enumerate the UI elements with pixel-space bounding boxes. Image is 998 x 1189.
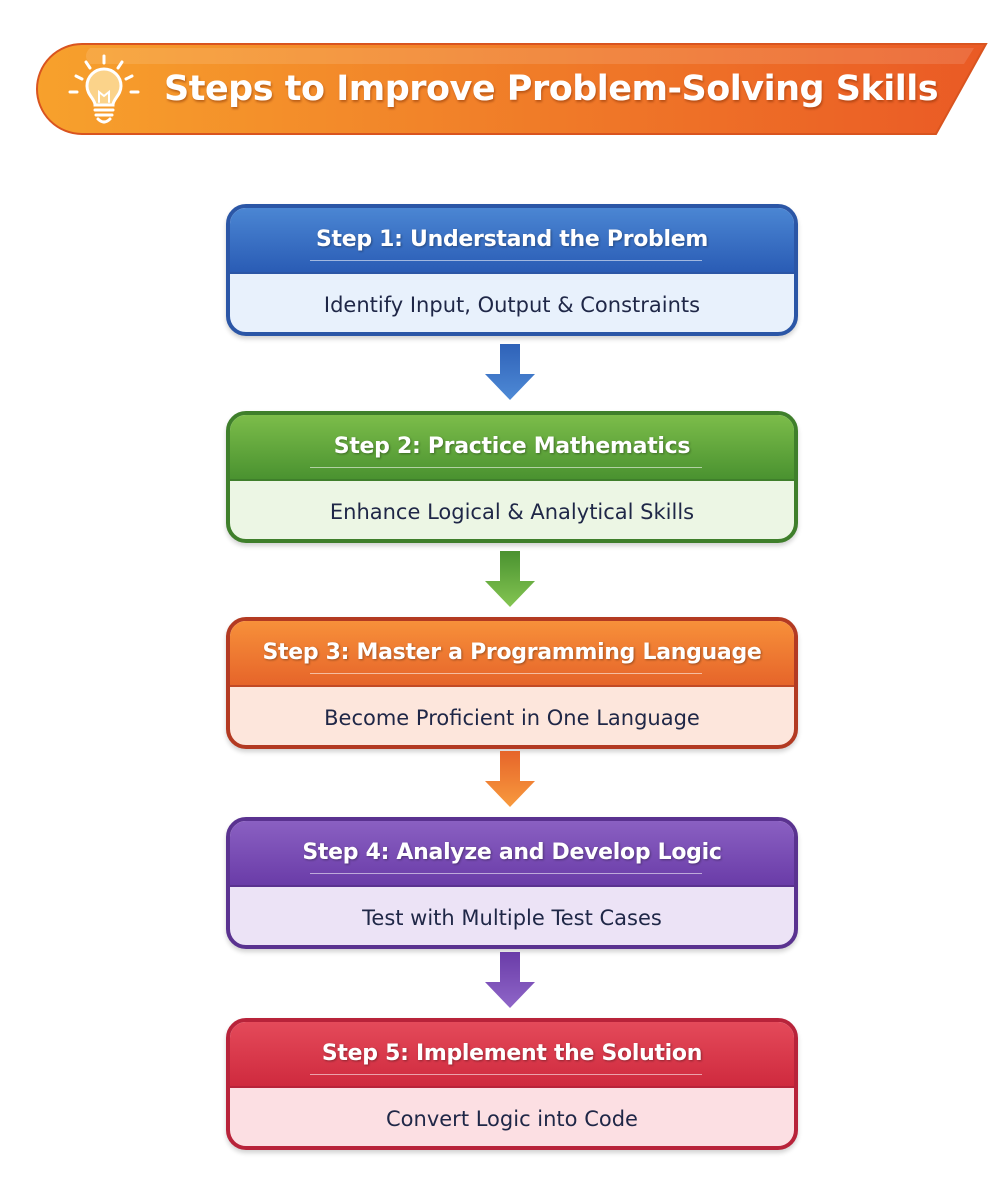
step-3-header: Step 3: Master a Programming Language <box>230 621 794 687</box>
step-1-header: Step 1: Understand the Problem <box>230 208 794 274</box>
arrow-down-icon <box>485 952 535 1008</box>
title-banner-background <box>36 43 988 135</box>
step-3-box: Step 3: Master a Programming Language Be… <box>226 617 798 749</box>
arrow-down-icon <box>485 344 535 400</box>
step-5-header: Step 5: Implement the Solution <box>230 1022 794 1088</box>
step-4-box: Step 4: Analyze and Develop Logic Test w… <box>226 817 798 949</box>
step-4-description: Test with Multiple Test Cases <box>362 906 662 930</box>
step-1-title-underline <box>310 260 702 261</box>
step-4-header: Step 4: Analyze and Develop Logic <box>230 821 794 887</box>
step-2-box: Step 2: Practice Mathematics Enhance Log… <box>226 411 798 543</box>
step-4-title: Step 4: Analyze and Develop Logic <box>302 840 722 865</box>
lightbulb-icon <box>68 54 140 124</box>
arrow-down-icon <box>485 551 535 607</box>
step-3-title-underline <box>310 673 702 674</box>
step-3-description: Become Proficient in One Language <box>324 706 700 730</box>
title-banner: Steps to Improve Problem-Solving Skills <box>34 40 990 138</box>
step-5-description: Convert Logic into Code <box>386 1107 638 1131</box>
step-1-title: Step 1: Understand the Problem <box>315 227 708 252</box>
step-2-title: Step 2: Practice Mathematics <box>333 434 691 459</box>
step-1-description: Identify Input, Output & Constraints <box>323 293 701 317</box>
step-4-title-underline <box>310 873 702 874</box>
step-2-header: Step 2: Practice Mathematics <box>230 415 794 481</box>
page-title: Steps to Improve Problem-Solving Skills <box>164 69 939 109</box>
step-2-title-underline <box>310 467 702 468</box>
step-2-description: Enhance Logical & Analytical Skills <box>329 500 695 524</box>
step-5-box: Step 5: Implement the Solution Convert L… <box>226 1018 798 1150</box>
step-5-title: Step 5: Implement the Solution <box>321 1041 703 1066</box>
arrow-down-icon <box>485 751 535 807</box>
step-3-title: Step 3: Master a Programming Language <box>262 640 762 665</box>
step-1-box: Step 1: Understand the Problem Identify … <box>226 204 798 336</box>
step-5-title-underline <box>310 1074 702 1075</box>
